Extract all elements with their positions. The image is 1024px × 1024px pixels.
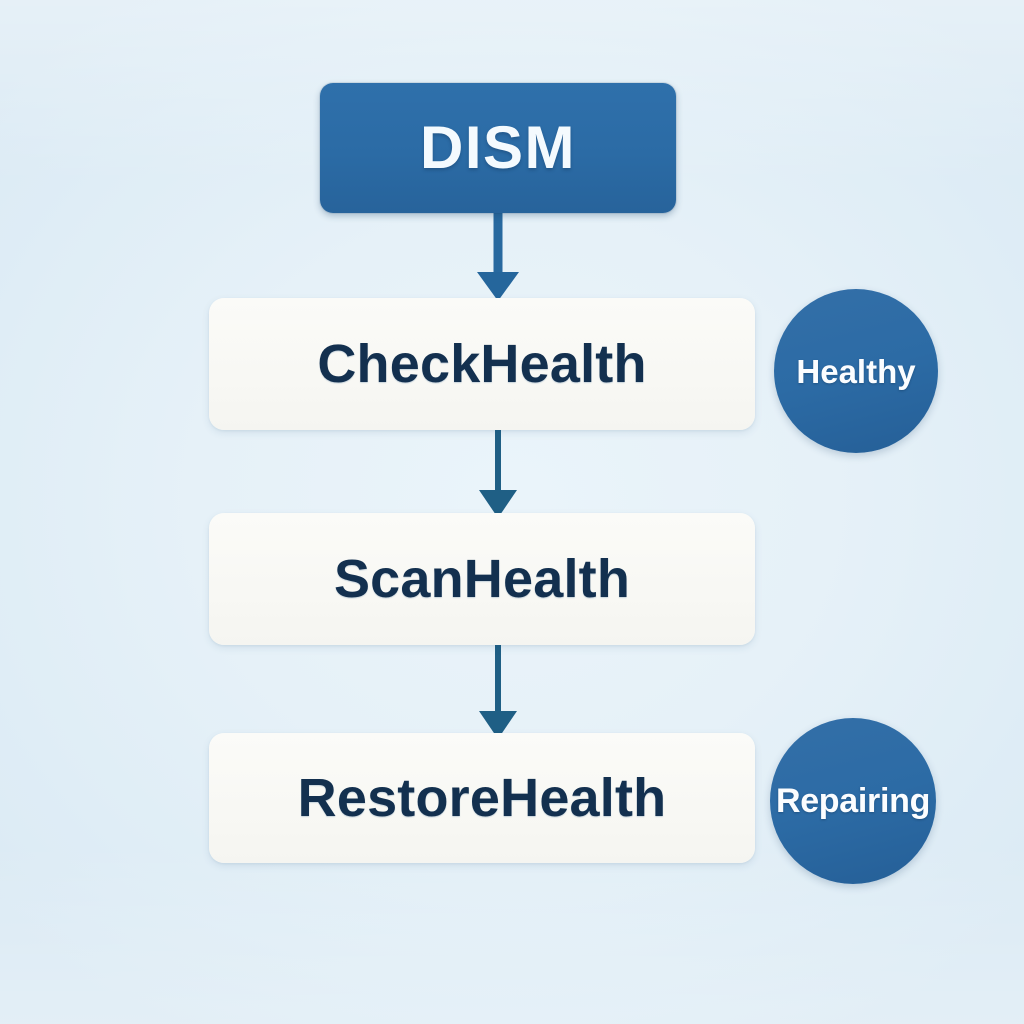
node-restorehealth-label: RestoreHealth [297,768,667,828]
node-checkhealth[interactable]: CheckHealth [209,298,755,430]
status-badge-healthy[interactable]: Healthy [774,289,938,453]
node-scanhealth-label: ScanHealth [333,549,631,609]
arrow-head-down-icon [477,272,519,301]
arrow-scanhealth-to-restorehealth [477,643,519,739]
status-badge-repairing[interactable]: Repairing [770,718,936,884]
arrow-dism-to-checkhealth [477,205,519,301]
status-badge-repairing-label: Repairing [775,782,931,820]
node-dism[interactable]: DISM [320,83,676,213]
status-badge-healthy-label: Healthy [796,352,916,390]
node-dism-label: DISM [420,114,576,181]
arrow-checkhealth-to-scanhealth [477,428,519,518]
node-checkhealth-label: CheckHealth [317,334,647,394]
node-restorehealth[interactable]: RestoreHealth [209,733,755,863]
node-scanhealth[interactable]: ScanHealth [209,513,755,645]
arrow-shaft [495,428,501,490]
arrow-shaft [493,205,503,273]
arrow-shaft [495,643,501,711]
